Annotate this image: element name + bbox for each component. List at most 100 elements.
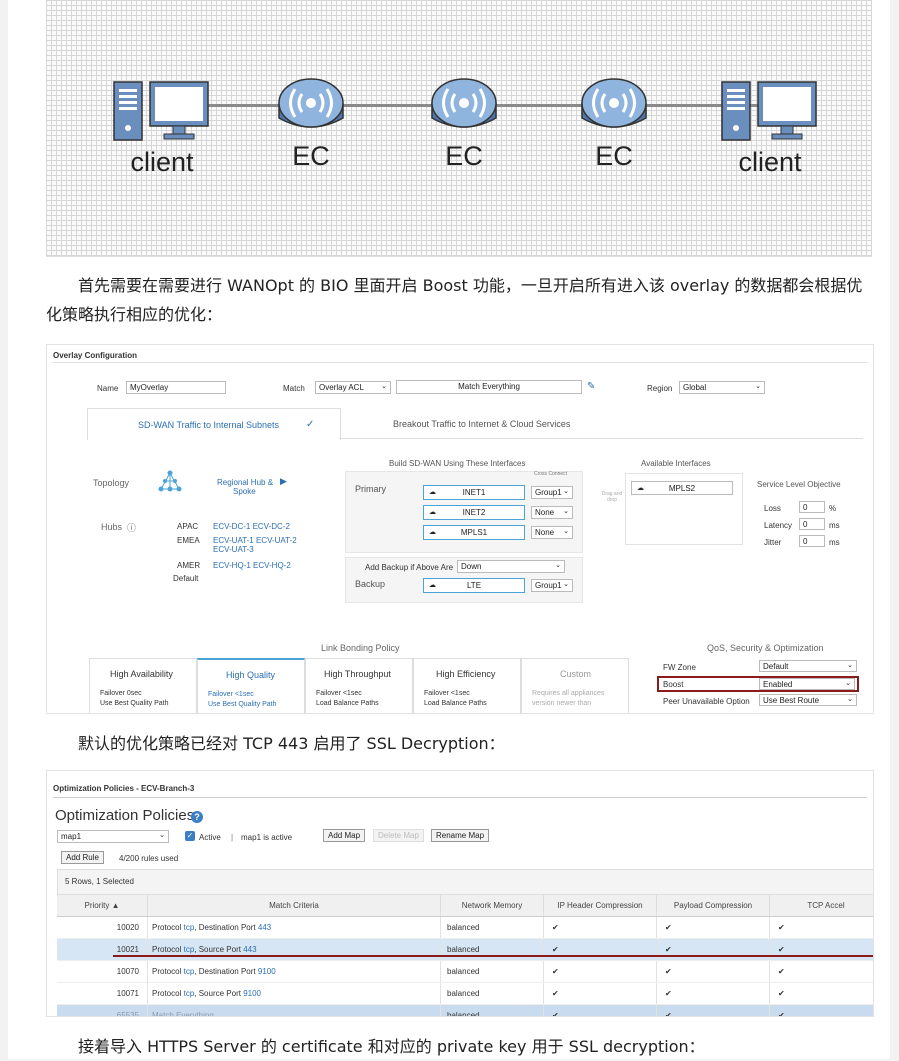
cross-connect-select[interactable]: None⌄ xyxy=(531,526,573,539)
build-sdwan-title: Build SD-WAN Using These Interfaces xyxy=(389,459,526,468)
map-select[interactable]: map1⌄ xyxy=(57,830,169,843)
check-icon: ✔ xyxy=(543,916,657,939)
boost-select[interactable]: Enabled⌄ xyxy=(759,678,855,690)
policy-high-efficiency[interactable]: High Efficiency Failover <1sec Load Bala… xyxy=(413,658,521,713)
check-icon: ✔ xyxy=(769,938,873,961)
add-backup-label: Add Backup if Above Are xyxy=(365,563,454,572)
column-header-priority[interactable]: Priority ▲ xyxy=(57,895,148,917)
active-label: Active xyxy=(199,833,221,842)
client-node-right: client xyxy=(718,80,822,178)
node-label: EC xyxy=(595,141,633,171)
region-select[interactable]: Global⌄ xyxy=(679,381,765,394)
add-rule-button[interactable]: Add Rule xyxy=(61,851,104,864)
chevron-down-icon: ⌄ xyxy=(847,662,853,669)
policy-high-quality[interactable]: High Quality Failover <1sec Use Best Qua… xyxy=(197,658,305,713)
hub-value-line2[interactable]: ECV-UAT-3 xyxy=(213,545,254,554)
cross-connect-select[interactable]: None⌄ xyxy=(531,506,573,519)
column-header-payload-compression[interactable]: Payload Compression xyxy=(656,895,770,917)
policy-custom[interactable]: Custom Requires all appliances version n… xyxy=(521,658,629,713)
column-header-ip-header-compression[interactable]: IP Header Compression xyxy=(543,895,657,917)
slo-loss-input[interactable]: 0 xyxy=(799,501,825,513)
ec-node-3: EC xyxy=(574,74,654,172)
check-icon: ✔ xyxy=(769,1004,873,1016)
active-checkbox[interactable]: ✓ xyxy=(185,831,195,841)
table-row[interactable]: 10020 Protocol tcp, Destination Port 443… xyxy=(57,916,873,939)
slo-latency-input[interactable]: 0 xyxy=(799,518,825,530)
check-icon: ✔ xyxy=(543,938,657,961)
chevron-down-icon: ⌄ xyxy=(563,488,569,495)
add-map-button[interactable]: Add Map xyxy=(323,829,366,842)
play-arrow-icon[interactable]: ▶ xyxy=(280,476,287,486)
check-icon: ✔ xyxy=(543,1004,657,1016)
add-backup-select[interactable]: Down⌄ xyxy=(457,560,565,573)
match-criteria-cell: Protocol tcp, Source Port 443 xyxy=(147,938,441,961)
help-icon[interactable]: ? xyxy=(191,811,203,823)
slo-unit: ms xyxy=(829,538,840,547)
router-icon xyxy=(431,78,497,128)
rows-info: 5 Rows, 1 Selected xyxy=(65,877,134,886)
rename-map-button[interactable]: Rename Map xyxy=(431,829,490,842)
interface-inet2[interactable]: ☁INET2 xyxy=(423,505,525,520)
interface-lte[interactable]: ☁LTE xyxy=(423,578,525,593)
chevron-down-icon: ⌄ xyxy=(159,832,165,839)
primary-label: Primary xyxy=(355,484,386,494)
slo-label: Jitter xyxy=(764,538,782,547)
slo-title: Service Level Objective xyxy=(757,480,841,489)
policy-high-availability[interactable]: High Availability Failover 0sec Use Best… xyxy=(89,658,197,713)
node-label: EC xyxy=(292,141,330,171)
cross-connect-select[interactable]: Group1⌄ xyxy=(531,486,573,499)
hub-region: APAC xyxy=(177,522,199,531)
column-header-network-memory[interactable]: Network Memory xyxy=(440,895,544,917)
table-row-selected[interactable]: 10021 Protocol tcp, Source Port 443 bala… xyxy=(57,938,873,961)
column-header-match-criteria[interactable]: Match Criteria xyxy=(147,895,441,917)
priority-cell: 65535 xyxy=(57,1004,148,1016)
rules-used: 4/200 rules used xyxy=(119,854,179,863)
policy-high-throughput[interactable]: High Throughput Failover <1sec Load Bala… xyxy=(305,658,413,713)
column-header-tcp-accel[interactable]: TCP Accel xyxy=(769,895,873,917)
interface-mpls2[interactable]: ☁MPLS2 xyxy=(631,481,733,495)
tab-breakout[interactable]: Breakout Traffic to Internet & Cloud Ser… xyxy=(393,419,571,429)
match-select[interactable]: Overlay ACL⌄ xyxy=(315,381,391,394)
chevron-down-icon: ⌄ xyxy=(381,383,387,390)
tab-internal-subnets[interactable]: SD-WAN Traffic to Internal Subnets ✓ xyxy=(87,408,341,440)
separator: | xyxy=(231,833,234,842)
hub-value[interactable]: ECV-UAT-1 ECV-UAT-2 xyxy=(213,536,297,545)
fw-zone-select[interactable]: Default⌄ xyxy=(759,660,857,672)
hub-value[interactable]: ECV-HQ-1 ECV-HQ-2 xyxy=(213,561,291,570)
edit-pencil-icon[interactable]: ✎ xyxy=(587,381,596,392)
check-icon: ✔ xyxy=(656,916,770,939)
check-icon: ✔ xyxy=(769,982,873,1005)
hub-value[interactable]: ECV-DC-1 ECV-DC-2 xyxy=(213,522,290,531)
peer-unavailable-select[interactable]: Use Best Route⌄ xyxy=(759,694,857,706)
slo-jitter-input[interactable]: 0 xyxy=(799,535,825,547)
drag-drop-hint: Drag and drop xyxy=(601,491,623,503)
paragraph-ssl-default: 默认的优化策略已经对 TCP 443 启用了 SSL Decryption： xyxy=(78,734,505,753)
topology-value-line2[interactable]: Spoke xyxy=(233,487,256,496)
table-row-default[interactable]: 65535 Match Everything balanced ✔ ✔ ✔ xyxy=(57,1004,873,1016)
delete-map-button[interactable]: Delete Map xyxy=(373,829,424,842)
priority-cell: 10020 xyxy=(57,916,148,939)
paragraph-import-cert: 接着导入 HTTPS Server 的 certificate 和对应的 pri… xyxy=(78,1037,705,1056)
topology-label: Topology xyxy=(93,478,130,488)
backup-cross-connect-select[interactable]: Group1⌄ xyxy=(531,579,573,592)
table-row[interactable]: 10070 Protocol tcp, Destination Port 910… xyxy=(57,960,873,983)
interface-mpls1[interactable]: ☁MPLS1 xyxy=(423,525,525,540)
hub-region: AMER xyxy=(177,561,201,570)
highlight-underline xyxy=(113,955,873,957)
chevron-down-icon: ⌄ xyxy=(555,562,561,569)
document-page: client EC EC xyxy=(8,0,890,1059)
name-input[interactable]: MyOverlay xyxy=(126,381,226,394)
match-criteria-cell: Protocol tcp, Destination Port 443 xyxy=(147,916,441,939)
info-icon[interactable]: ⓘ xyxy=(127,523,137,533)
priority-cell: 10070 xyxy=(57,960,148,983)
slo-unit: % xyxy=(829,504,837,513)
interface-inet1[interactable]: ☁INET1 xyxy=(423,485,525,500)
check-icon: ✔ xyxy=(769,916,873,939)
chevron-down-icon: ⌄ xyxy=(847,696,853,703)
cross-connect-label: Cross Connect xyxy=(534,471,568,477)
table-row[interactable]: 10071 Protocol tcp, Source Port 9100 bal… xyxy=(57,982,873,1005)
cloud-icon: ☁ xyxy=(637,485,644,492)
topology-value[interactable]: Regional Hub & xyxy=(217,478,274,487)
match-criteria-cell: Match Everything xyxy=(147,1004,441,1016)
match-everything-field[interactable]: Match Everything xyxy=(396,380,582,394)
